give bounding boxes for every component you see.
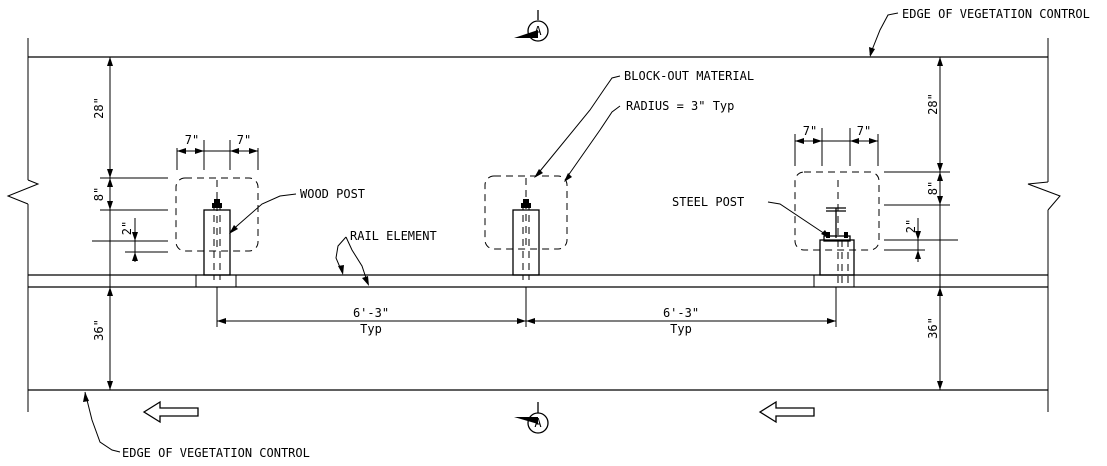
dim-spacing-2-typ: Typ bbox=[670, 322, 692, 336]
dim-post-right-width bbox=[794, 128, 879, 166]
dim-post-left-b: 7" bbox=[237, 133, 251, 147]
label-blockout: BLOCK-OUT MATERIAL bbox=[624, 69, 754, 83]
section-marker-top-label: A bbox=[534, 24, 542, 38]
dim-left-2: 2" bbox=[120, 221, 134, 235]
dim-right-vertical bbox=[884, 57, 958, 390]
label-edge-bottom: EDGE OF VEGETATION CONTROL bbox=[122, 446, 310, 460]
leader-edge-top bbox=[869, 12, 899, 57]
wood-post-left bbox=[175, 177, 259, 280]
label-radius: RADIUS = 3" Typ bbox=[626, 99, 734, 113]
dim-spacing-2: 6'-3" bbox=[663, 306, 699, 320]
dim-right-28: 28" bbox=[926, 93, 940, 115]
leader-steel-post bbox=[767, 201, 830, 238]
break-line-left bbox=[6, 38, 40, 412]
dim-left-28: 28" bbox=[92, 97, 106, 119]
break-line-right bbox=[1027, 38, 1061, 412]
dim-left-36: 36" bbox=[92, 319, 106, 341]
leader-edge-bottom bbox=[83, 391, 121, 453]
steel-post-right bbox=[794, 171, 880, 283]
rail-element bbox=[28, 274, 1048, 288]
dim-spacing-1-typ: Typ bbox=[360, 322, 382, 336]
dim-post-right-b: 7" bbox=[857, 124, 871, 138]
dim-left-8: 8" bbox=[92, 187, 106, 201]
label-rail-element: RAIL ELEMENT bbox=[350, 229, 437, 243]
traffic-arrow-right-icon bbox=[758, 400, 815, 424]
section-marker-bottom bbox=[514, 402, 549, 434]
dim-post-spacing bbox=[216, 287, 837, 327]
dim-right-36: 36" bbox=[926, 317, 940, 339]
dim-post-right-a: 7" bbox=[803, 124, 817, 138]
dim-right-8: 8" bbox=[926, 181, 940, 195]
leader-radius bbox=[564, 105, 621, 182]
traffic-arrow-left-icon bbox=[142, 400, 199, 424]
dim-left-vertical bbox=[92, 57, 168, 390]
dim-post-left-a: 7" bbox=[185, 133, 199, 147]
wood-post-middle bbox=[484, 175, 568, 280]
dim-right-2: 2" bbox=[904, 219, 918, 233]
label-steel-post: STEEL POST bbox=[672, 195, 744, 209]
label-edge-top: EDGE OF VEGETATION CONTROL bbox=[902, 7, 1090, 21]
dim-post-left-width bbox=[176, 140, 259, 170]
leader-wood-post bbox=[229, 193, 297, 234]
label-wood-post: WOOD POST bbox=[300, 187, 365, 201]
dim-spacing-1: 6'-3" bbox=[353, 306, 389, 320]
leader-blockout bbox=[534, 75, 621, 178]
leader-rail-element bbox=[335, 236, 369, 286]
section-marker-bottom-label: A bbox=[534, 416, 542, 430]
section-marker-top bbox=[514, 10, 549, 42]
